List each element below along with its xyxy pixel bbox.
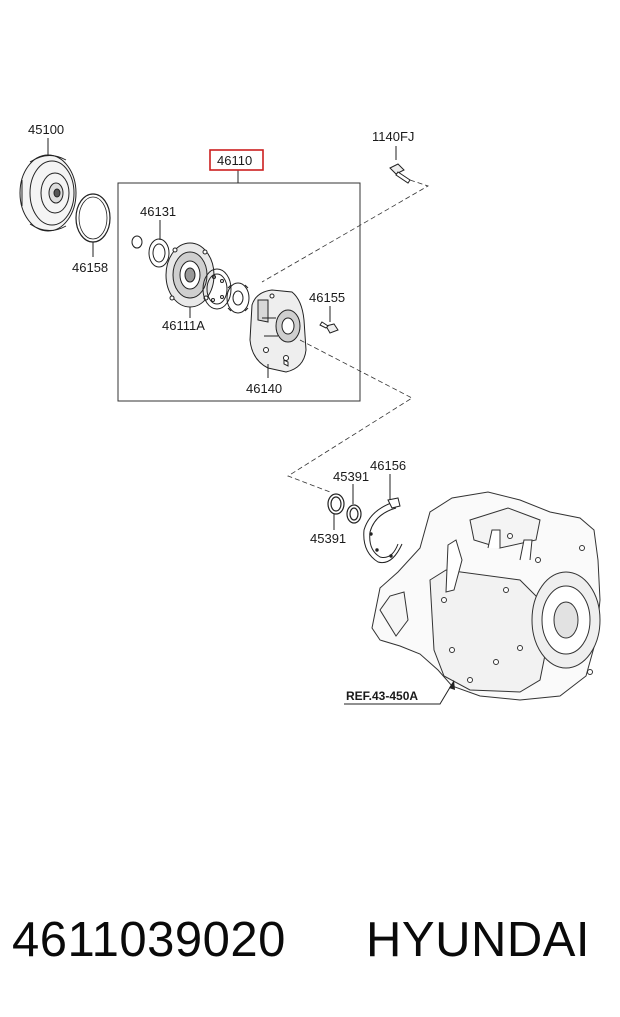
reference-label: REF.43-450A (346, 689, 418, 703)
brand-text: HYUNDAI (366, 913, 591, 967)
callout-46158: 46158 (72, 260, 108, 275)
callout-46111a: 46111A (162, 318, 205, 333)
callout-46156: 46156 (370, 458, 406, 473)
seal-ring-part (327, 493, 362, 524)
exploded-parts-diagram: 45100 46158 46110 1140FJ 46131 46111A (19, 122, 601, 705)
callout-1140fj: 1140FJ (372, 129, 414, 144)
callout-46155: 46155 (309, 290, 345, 305)
callout-45391-bottom: 45391 (310, 531, 346, 546)
callout-46140: 46140 (246, 381, 282, 396)
small-bolt-part (319, 321, 339, 334)
highlight-frame (209, 149, 264, 171)
torque-converter-part (19, 154, 77, 232)
assembly-box (117, 182, 361, 402)
dowel-pin-part (283, 359, 289, 367)
outer-gear-part (202, 268, 232, 310)
pump-housing-part (165, 242, 215, 308)
callout-45100: 45100 (28, 122, 64, 137)
o-ring-part (75, 193, 111, 243)
callout-46131: 46131 (140, 204, 176, 219)
callout-45391-top: 45391 (333, 469, 369, 484)
transmission-case-part (371, 491, 601, 701)
pump-cover-part (249, 289, 307, 373)
part-number-text: 4611039020 (12, 913, 286, 967)
callout-46110: 46110 (217, 153, 252, 168)
gasket-part (363, 497, 403, 564)
bolt-part (389, 163, 411, 184)
inner-gear-part (226, 282, 250, 314)
oil-seal-part (131, 235, 170, 268)
